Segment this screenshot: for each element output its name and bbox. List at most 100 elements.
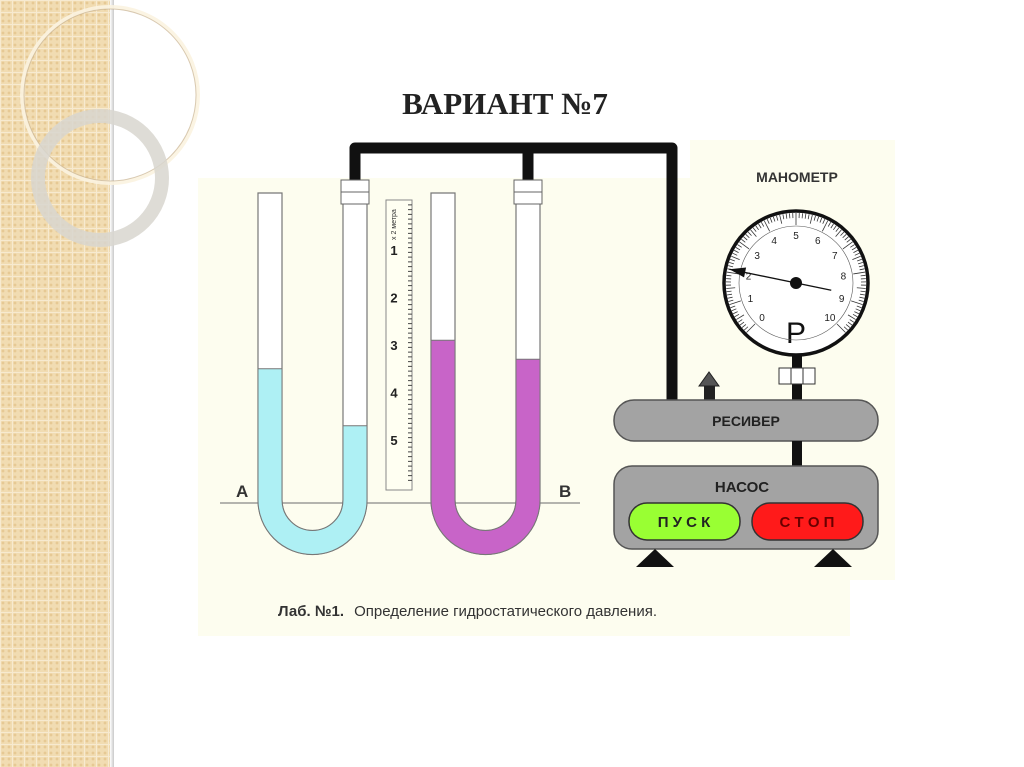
gauge-scale-label: 2	[746, 271, 752, 282]
gauge-tick	[830, 223, 834, 229]
gauge-tick	[750, 229, 757, 237]
gauge-tick	[816, 216, 820, 222]
gauge-tick	[731, 255, 740, 261]
stop-button[interactable]: С Т О П	[751, 502, 864, 541]
gauge-needle-hub	[790, 277, 802, 289]
pump-foot-right	[814, 549, 852, 567]
slide-title: ВАРИАНТ №7	[402, 86, 608, 121]
gauge-tick	[726, 293, 733, 296]
gauge-tick	[741, 238, 746, 243]
gauge-tick	[728, 299, 734, 302]
gauge-tick	[755, 225, 759, 231]
gauge-tick	[842, 241, 853, 250]
gauge-tick	[752, 227, 757, 232]
pump-label: НАСОС	[715, 479, 769, 496]
gauge-tick	[809, 214, 813, 224]
gauge-tick	[819, 217, 823, 223]
gauge-tick	[743, 326, 749, 331]
u-tube-a	[257, 179, 370, 556]
gauge-tick	[776, 215, 779, 221]
ruler-tick-label: 2	[390, 291, 397, 306]
gauge-tick	[858, 299, 864, 302]
gauge-tick	[728, 262, 734, 265]
gauge-tick	[785, 213, 788, 219]
gauge-tick	[772, 216, 776, 222]
gauge-tick	[731, 308, 737, 312]
gauge-tick	[735, 247, 741, 251]
gauge-scale-label: 9	[839, 294, 845, 305]
gauge-scale-label: 7	[832, 251, 838, 262]
gauge-tick	[726, 287, 736, 289]
tube-b-label: B	[559, 482, 571, 501]
gauge-tick	[860, 274, 866, 277]
gauge-tick	[851, 247, 857, 251]
gauge-scale-label: 0	[759, 313, 765, 324]
gauge-tick	[782, 214, 785, 220]
gauge-scale-label: 6	[815, 236, 821, 247]
gauge-tick	[733, 249, 739, 253]
start-button[interactable]: П У С К	[628, 502, 741, 541]
ruler-tick-label: 3	[390, 338, 397, 353]
gauge-tick	[852, 255, 861, 261]
gauge-tick	[847, 314, 856, 320]
gauge-scale-label: 5	[793, 231, 799, 242]
receiver-label: РЕСИВЕР	[712, 413, 780, 429]
gauge-tick	[821, 220, 829, 232]
gauge-tick	[730, 305, 736, 309]
gauge-tick	[730, 258, 735, 262]
gauge-scale-label: 3	[754, 251, 760, 262]
tube-liquid	[257, 368, 368, 555]
gauge-tick	[766, 219, 770, 224]
gauge-needle-tip	[729, 267, 747, 278]
gauge-tick	[855, 308, 861, 312]
gauge-tick	[827, 221, 832, 227]
pump-foot-left	[636, 549, 674, 567]
gauge-tick	[856, 287, 866, 289]
gauge-tick	[813, 215, 816, 221]
gauge-tick	[746, 323, 756, 333]
decorative-rings	[20, 5, 200, 247]
gauge-tick	[853, 249, 859, 253]
gauge-tick	[858, 265, 864, 268]
gauge-tick	[758, 223, 762, 229]
gauge-tick	[859, 293, 866, 296]
gauge-tick	[847, 321, 853, 326]
gauge-tick	[726, 290, 732, 293]
gauge-tick	[804, 213, 807, 219]
gauge-tick	[734, 313, 740, 318]
gauge-tick	[852, 313, 858, 318]
gauge-tick	[859, 268, 865, 271]
gauge-tick	[843, 326, 849, 331]
gauge-tick	[860, 290, 866, 293]
receiver-body	[613, 399, 879, 442]
gauge-tick	[833, 225, 837, 231]
gauge-tick	[728, 265, 734, 268]
gauge-tick	[736, 314, 745, 320]
gauge-tick	[858, 262, 864, 265]
ruler-unit-label: x 2 метра	[391, 209, 398, 240]
gauge-tick	[849, 319, 855, 323]
gauge-tick	[840, 231, 845, 236]
ruler-tick-label: 1	[390, 243, 397, 258]
gauge-tick	[745, 233, 750, 239]
slide-divider	[110, 0, 114, 767]
gauge-scale-label: 10	[824, 313, 836, 324]
u-tube-b	[430, 179, 543, 556]
gauge-tick	[851, 300, 863, 306]
gauge-tick	[854, 311, 860, 315]
gauge-tick	[769, 217, 773, 223]
manometer-label: МАНОМЕТР	[756, 169, 838, 185]
gauge-scale-label: 1	[748, 294, 754, 305]
gauge-tick	[732, 252, 738, 256]
gauge-tick	[836, 323, 846, 333]
gauge-tick	[853, 271, 866, 275]
gauge-tick	[727, 296, 733, 299]
gauge-tick	[850, 244, 855, 248]
gauge-tick	[726, 274, 732, 277]
valve-icon	[698, 371, 720, 401]
gauge-scale-arc	[738, 225, 854, 341]
gauge-tick	[835, 227, 840, 232]
gauge-tick	[854, 252, 860, 256]
